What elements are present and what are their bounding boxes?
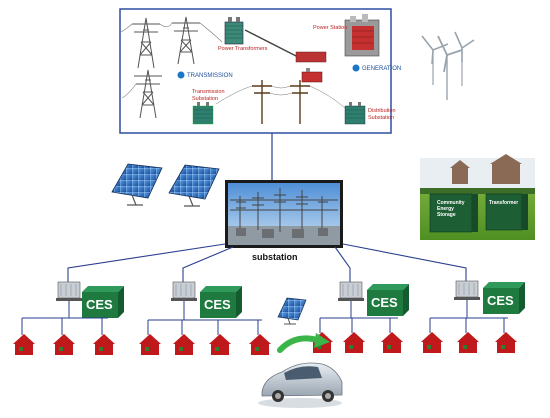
ces-label: CES <box>204 297 231 312</box>
ces-group-2: CES <box>171 281 242 318</box>
power-station-icon <box>344 14 380 57</box>
transmission-label: TRANSMISSION <box>187 73 233 79</box>
substation-photo <box>225 180 343 248</box>
distribution-substation-label-2: Substation <box>368 115 394 121</box>
utility-pole-icon <box>252 80 310 124</box>
electric-car-icon <box>258 362 343 408</box>
power-line <box>215 85 346 109</box>
house-icon <box>249 334 271 355</box>
house-icon <box>173 334 195 355</box>
feeder-lines <box>21 300 508 335</box>
transmission-tower-icon <box>132 17 160 69</box>
transformer-photo-label: Transformer <box>489 200 518 206</box>
ces-photo-label-3: Storage <box>437 212 456 218</box>
ces-photo-label-2: Energy <box>437 206 454 212</box>
substation-label: substation <box>252 252 298 262</box>
distribution-substation-icon <box>344 102 366 125</box>
house-icon <box>457 332 479 353</box>
ces-photo-label-1: Community <box>437 200 465 206</box>
transmission-tower-icon <box>172 16 200 65</box>
conveyor <box>295 51 327 63</box>
house-row-4 <box>421 332 517 353</box>
transmission-bullet-icon <box>177 71 185 79</box>
house-icon <box>495 332 517 353</box>
transformer-icon <box>56 281 82 301</box>
generator-icon <box>301 68 323 83</box>
power-transformers-label: Power Transformers <box>218 46 268 52</box>
power-line <box>244 29 301 59</box>
ces-box-icon <box>367 284 409 316</box>
transformer-unit-icon <box>485 193 528 231</box>
house-icon <box>421 332 443 353</box>
ces-box-icon <box>82 286 124 318</box>
ces-box-icon <box>483 282 525 314</box>
ces-photo: Community Energy Storage Transformer <box>420 154 535 240</box>
house-icon <box>53 334 75 355</box>
solar-panel-icon <box>168 164 220 207</box>
generation-bullet-icon <box>352 64 360 72</box>
house-row-3 <box>311 332 403 353</box>
house-icon <box>13 334 35 355</box>
solar-panel-icon <box>277 297 307 325</box>
power-station-label: Power Station <box>313 25 347 31</box>
house-icon <box>93 334 115 355</box>
transformer-icon <box>171 281 197 301</box>
ces-group-1: CES <box>56 281 124 318</box>
power-line <box>120 22 223 99</box>
ces-group-3: CES <box>338 281 409 316</box>
transformer-icon <box>454 280 480 300</box>
ces-label: CES <box>371 295 398 310</box>
house-icon <box>209 334 231 355</box>
ces-box-icon <box>200 286 242 318</box>
house-icon <box>381 332 403 353</box>
transmission-substation-label-2: Substation <box>192 96 218 102</box>
house-row-2 <box>139 334 271 355</box>
distribution-substation-label-1: Distribution <box>368 108 396 114</box>
ces-group-4: CES <box>454 280 525 314</box>
distribution-bus <box>67 243 467 282</box>
transmission-tower-icon <box>134 69 162 119</box>
wind-turbine-icon <box>421 35 449 85</box>
transformer-icon <box>338 281 364 301</box>
power-transformer-icon <box>224 17 244 45</box>
transmission-substation-icon <box>192 102 214 125</box>
charging-arrow-icon <box>277 333 330 353</box>
solar-panel-icon <box>111 163 163 206</box>
ces-label: CES <box>487 293 514 308</box>
house-icon <box>139 334 161 355</box>
wind-turbine-icon <box>437 35 463 100</box>
house-row-1 <box>13 334 115 355</box>
transmission-substation-label-1: Transmission <box>192 89 225 95</box>
ces-unit-icon <box>429 193 478 233</box>
house-icon <box>343 332 365 353</box>
ces-label: CES <box>86 297 113 312</box>
wind-turbine-icon <box>454 31 475 86</box>
generation-label: GENERATION <box>362 66 401 72</box>
